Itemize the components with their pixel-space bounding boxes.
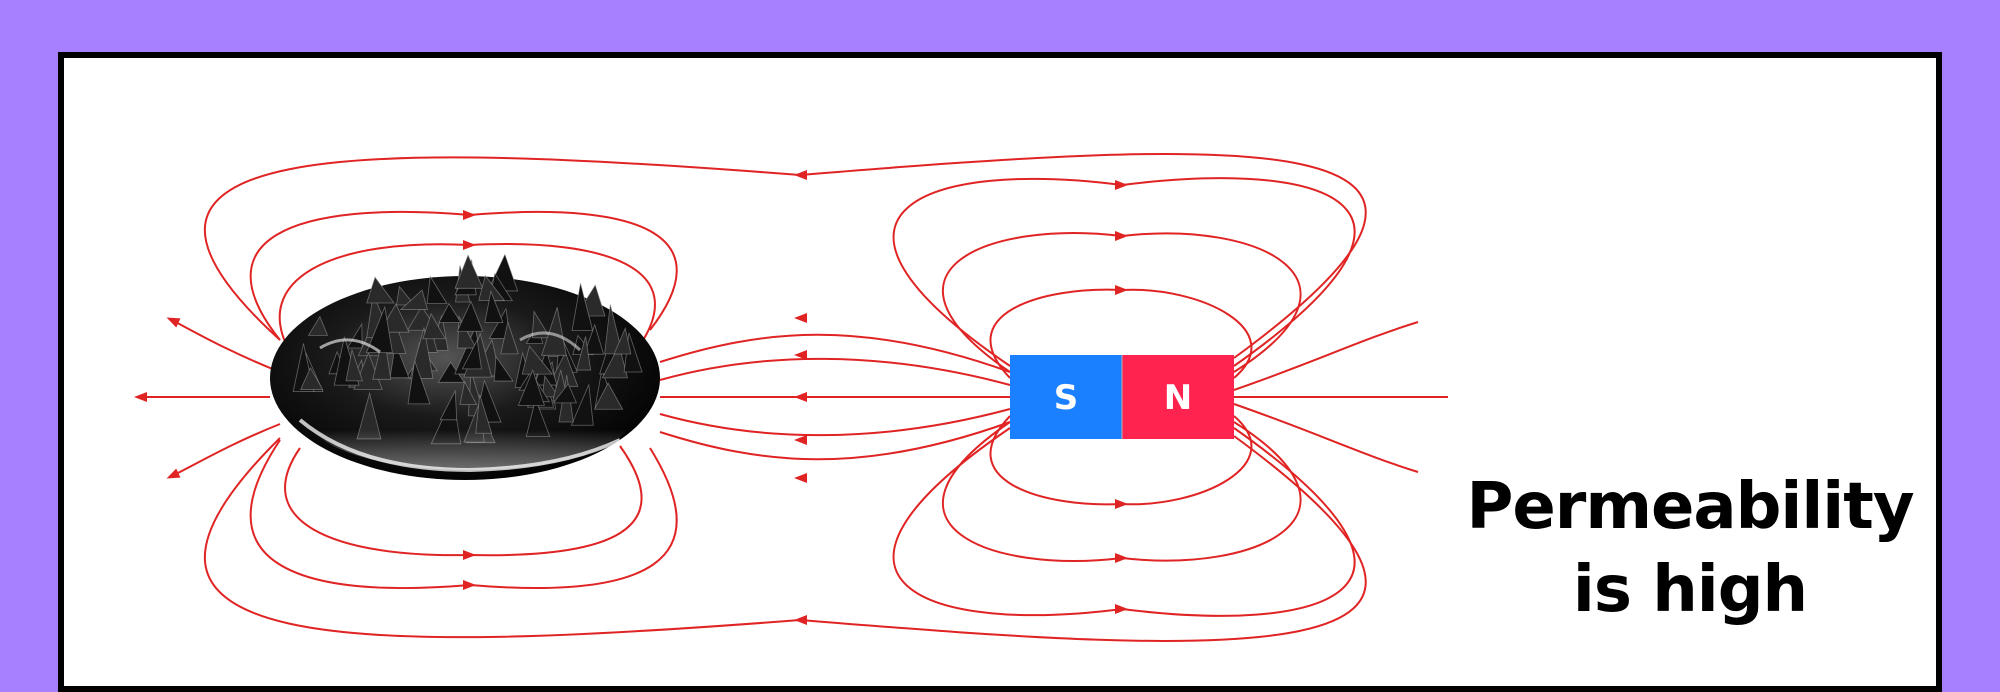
ferrofluid-spike	[576, 336, 592, 371]
field-line	[659, 357, 1011, 386]
field-line	[892, 427, 1356, 617]
ferrofluid-spike	[438, 302, 462, 323]
ferrofluid-spike	[399, 289, 428, 310]
bar-magnet: S N	[1010, 355, 1234, 439]
ferrofluid-spike	[454, 253, 484, 289]
field-arrow	[463, 550, 476, 560]
ferrofluid-spike	[484, 289, 504, 323]
field-arrow	[1115, 553, 1128, 563]
magnet-north-label: N	[1164, 378, 1192, 418]
magnet-south-pole	[1010, 355, 1122, 439]
ferrofluid-spike	[500, 320, 519, 355]
ferrofluid-spike	[366, 276, 395, 304]
field-arrow	[794, 615, 807, 625]
ferrofluid-spike	[604, 304, 623, 355]
field-arrow	[794, 170, 807, 180]
field-arrow	[794, 350, 807, 360]
field-arrow	[794, 313, 807, 323]
ferrofluid-spike	[422, 312, 446, 340]
field-line	[171, 319, 281, 373]
ferrofluid-spike	[531, 310, 551, 339]
ferrofluid-spike	[521, 345, 554, 375]
field-arrow	[166, 468, 181, 479]
field-arrow	[134, 392, 147, 402]
ferrofluid-spike	[456, 300, 484, 332]
ferrofluid-blob	[270, 253, 660, 480]
field-arrow	[794, 435, 807, 445]
field-line	[1233, 321, 1419, 391]
field-line	[659, 408, 1011, 437]
field-line	[659, 333, 1011, 373]
field-arrow	[463, 240, 476, 250]
field-arrow	[794, 392, 807, 402]
ferrofluid-spike	[541, 307, 567, 356]
field-arrow	[794, 473, 807, 483]
field-line	[171, 423, 281, 477]
field-line	[1233, 403, 1419, 473]
field-arrow	[1115, 604, 1128, 614]
caption: Permeability is high	[1440, 466, 1940, 632]
ferrofluid-spike	[583, 323, 605, 355]
ferrofluid-spike	[300, 366, 324, 390]
ferrofluid-spike	[571, 283, 594, 332]
ferrofluid-spike	[345, 348, 363, 382]
field-line	[892, 177, 1356, 367]
ferrofluid-spike	[461, 338, 482, 370]
field-arrow	[463, 210, 476, 220]
field-arrow	[1115, 285, 1128, 295]
magnet-north-pole	[1122, 355, 1234, 439]
magnetic-field-diagram: S N	[134, 152, 1448, 642]
ferrofluid-spike	[307, 315, 329, 336]
field-line	[659, 421, 1011, 461]
field-line	[941, 232, 1302, 373]
field-arrows	[134, 170, 1128, 625]
magnet-south-label: S	[1054, 378, 1079, 418]
field-arrow	[1115, 499, 1128, 509]
field-line	[941, 421, 1302, 562]
field-arrow	[166, 317, 181, 328]
field-arrow	[1115, 180, 1128, 190]
ferrofluid-spike	[613, 326, 632, 355]
ferrofluid-spike	[426, 275, 448, 304]
caption-line-2: is high	[1572, 553, 1808, 628]
caption-line-1: Permeability	[1466, 470, 1914, 544]
field-arrow	[463, 580, 476, 590]
field-arrow	[1115, 231, 1128, 241]
